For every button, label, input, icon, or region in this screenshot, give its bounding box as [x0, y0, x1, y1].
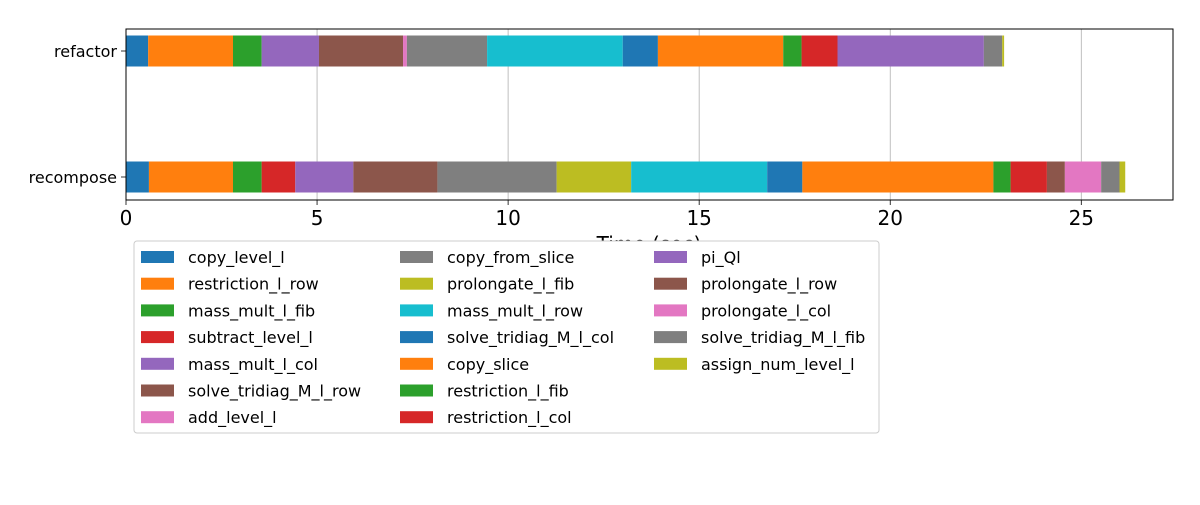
- legend-swatch: [654, 304, 687, 317]
- legend-label: copy_slice: [447, 355, 529, 375]
- bar-segment-refactor: [318, 35, 404, 67]
- legend-label: subtract_level_l: [188, 328, 313, 348]
- legend-swatch: [141, 304, 174, 317]
- legend-label: restriction_l_fib: [447, 382, 569, 402]
- legend-swatch: [141, 357, 174, 370]
- legend-swatch: [400, 304, 433, 317]
- x-tick-label: 5: [311, 206, 324, 230]
- legend-label: copy_from_slice: [447, 248, 574, 268]
- legend-label: solve_tridiag_M_l_fib: [701, 328, 865, 348]
- legend-swatch: [654, 357, 687, 370]
- x-tick-label: 0: [120, 206, 133, 230]
- legend-label: mass_mult_l_row: [447, 301, 583, 321]
- y-axis: refactor recompose: [29, 42, 126, 187]
- legend-label: restriction_l_row: [188, 275, 319, 295]
- x-tick-label: 25: [1069, 206, 1094, 230]
- legend-swatch: [400, 411, 433, 424]
- bar-segment-refactor: [837, 35, 984, 67]
- bar-segment-recompose: [1046, 161, 1065, 193]
- legend-swatch: [141, 277, 174, 290]
- legend-swatch: [654, 331, 687, 344]
- legend-label: copy_level_l: [188, 248, 285, 268]
- legend-swatch: [400, 357, 433, 370]
- legend-label: solve_tridiag_M_l_col: [447, 328, 614, 348]
- legend-label: mass_mult_l_fib: [188, 301, 315, 321]
- bar-segment-recompose: [148, 161, 233, 193]
- legend-swatch: [654, 277, 687, 290]
- legend-label: assign_num_level_l: [701, 355, 855, 375]
- bar-segment-recompose: [261, 161, 296, 193]
- legend-swatch: [141, 331, 174, 344]
- legend-swatch: [400, 384, 433, 397]
- legend-label: prolongate_l_fib: [447, 275, 574, 295]
- x-axis: 0 5 10 15 20 25: [120, 200, 1094, 230]
- legend-swatch: [141, 251, 174, 263]
- bar-segment-recompose: [353, 161, 438, 193]
- bar-segment-refactor: [261, 35, 319, 67]
- legend-label: prolongate_l_col: [701, 301, 831, 321]
- bar-segment-recompose: [232, 161, 262, 193]
- bar-segment-refactor: [1002, 35, 1005, 67]
- bar-segment-refactor: [657, 35, 784, 67]
- bar-segment-recompose: [1010, 161, 1047, 193]
- bar-segment-refactor: [487, 35, 623, 67]
- legend-label: solve_tridiag_M_l_row: [188, 382, 361, 402]
- bar-segment-refactor: [232, 35, 262, 67]
- bar-segment-refactor: [148, 35, 233, 67]
- legend-swatch: [400, 251, 433, 263]
- bar-segment-refactor: [783, 35, 802, 67]
- plot-frame: [125, 28, 1174, 201]
- bar-segment-recompose: [295, 161, 354, 193]
- bar-segment-recompose: [1119, 161, 1126, 193]
- bar-segment-recompose: [126, 161, 149, 193]
- legend: copy_level_l restriction_l_row mass_mult_l…: [133, 240, 880, 434]
- bar-segment-refactor: [403, 35, 407, 67]
- legend-swatch: [400, 331, 433, 344]
- legend-swatch: [654, 251, 687, 263]
- bar-segment-recompose: [556, 161, 632, 193]
- bar-segment-recompose: [1064, 161, 1102, 193]
- bar-segment-recompose: [802, 161, 994, 193]
- bar-segment-refactor: [983, 35, 1003, 67]
- legend-swatch: [141, 411, 174, 424]
- bar-segment-recompose: [631, 161, 768, 193]
- legend-label: add_level_l: [188, 408, 277, 428]
- legend-frame: [133, 240, 880, 434]
- legend-label: mass_mult_l_col: [188, 355, 318, 375]
- bar-segment-recompose: [437, 161, 557, 193]
- bar-segment-recompose: [767, 161, 803, 193]
- bar-segment-refactor: [406, 35, 488, 67]
- legend-label: prolongate_l_row: [701, 275, 837, 295]
- bar-segment-recompose: [1101, 161, 1120, 193]
- x-tick-label: 20: [878, 206, 903, 230]
- x-tick-label: 15: [686, 206, 711, 230]
- bar-segment-refactor: [801, 35, 838, 67]
- bar-segment-recompose: [993, 161, 1011, 193]
- bars-layer: [126, 35, 1126, 193]
- legend-label: pi_Ql: [701, 248, 741, 268]
- y-tick-label: recompose: [29, 168, 117, 187]
- y-tick-label: refactor: [54, 42, 117, 61]
- bar-segment-refactor: [126, 35, 149, 67]
- legend-swatch: [141, 384, 174, 397]
- bar-segment-refactor: [622, 35, 658, 67]
- legend-label: restriction_l_col: [447, 408, 572, 428]
- legend-swatch: [400, 277, 433, 290]
- x-tick-label: 10: [495, 206, 520, 230]
